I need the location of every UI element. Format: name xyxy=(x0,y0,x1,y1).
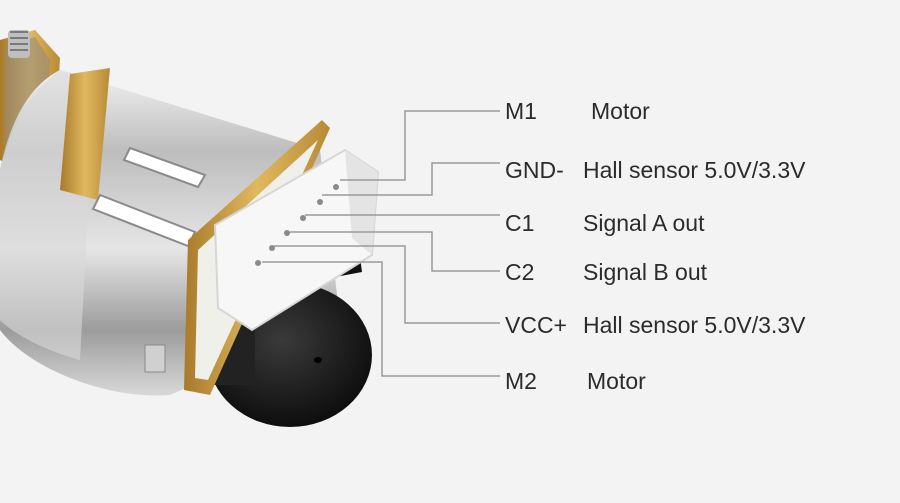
pin-code: C2 xyxy=(505,258,535,285)
pin-description: Signal A out xyxy=(583,209,705,236)
leader-lines xyxy=(262,110,500,377)
pin-code: VCC+ xyxy=(505,311,567,338)
leader-line-m2 xyxy=(262,261,500,377)
pin-label-c1: C1 Signal A out xyxy=(505,208,705,238)
pin-code: M2 xyxy=(505,367,537,394)
leader-line-m1 xyxy=(340,110,500,181)
pin-description: Motor xyxy=(587,367,646,394)
pin-label-vcc: VCC+ Hall sensor 5.0V/3.3V xyxy=(505,310,805,340)
pin-code: C1 xyxy=(505,209,535,236)
pin-code: M1 xyxy=(505,97,537,124)
pin-label-m1: M1 Motor xyxy=(505,96,650,126)
pin-label-m2: M2 Motor xyxy=(505,366,646,396)
pin-code: GND- xyxy=(505,156,564,183)
pin-label-c2: C2 Signal B out xyxy=(505,257,707,287)
leader-line-vcc xyxy=(274,245,500,324)
leader-line-gnd xyxy=(322,162,500,196)
pin-label-gnd: GND- Hall sensor 5.0V/3.3V xyxy=(505,155,805,185)
leader-line-c2 xyxy=(290,231,500,272)
pin-description: Signal B out xyxy=(583,258,708,285)
pin-description: Hall sensor 5.0V/3.3V xyxy=(583,156,806,183)
pin-description: Motor xyxy=(591,97,650,124)
pin-description: Hall sensor 5.0V/3.3V xyxy=(583,311,806,338)
